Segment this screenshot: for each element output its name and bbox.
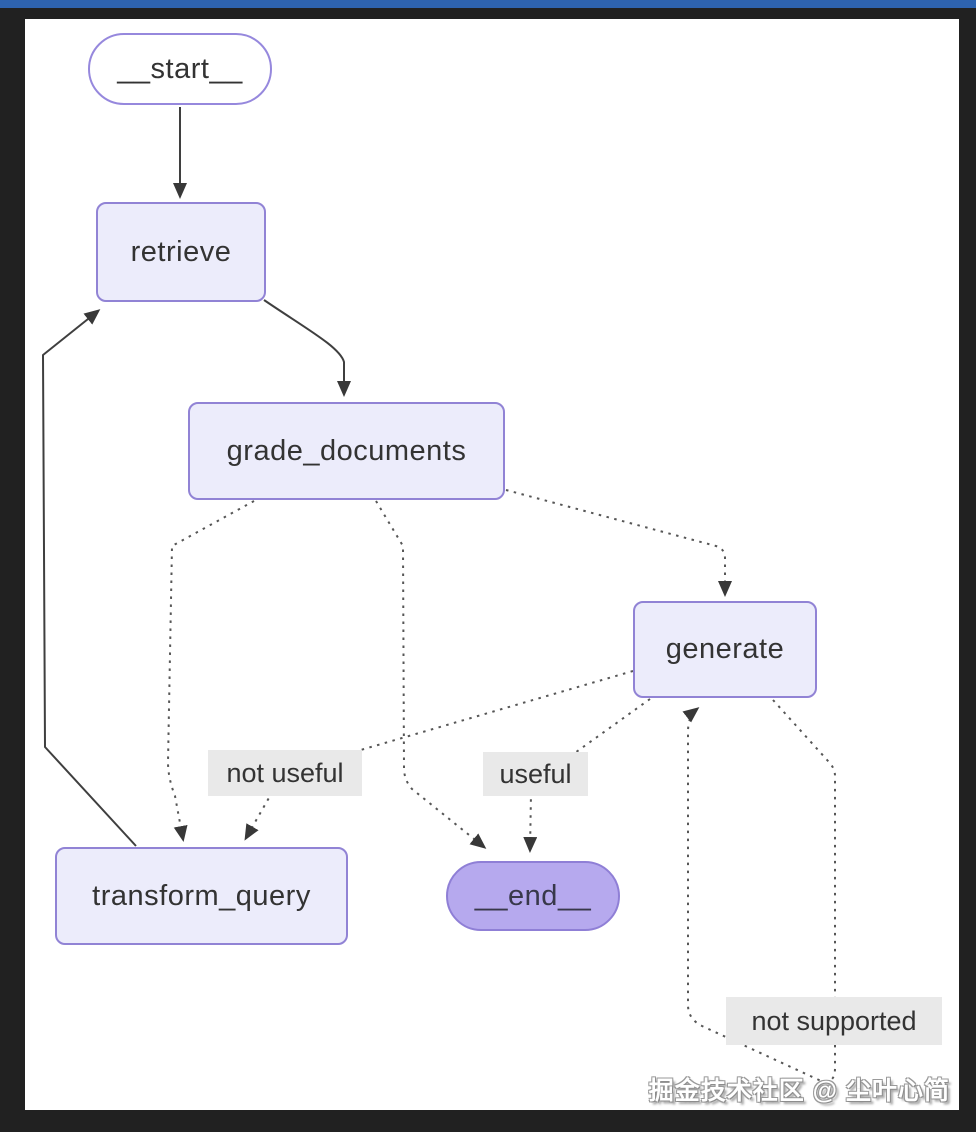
node-generate: generate [633, 601, 817, 698]
edge-label-not-supported: not supported [726, 997, 942, 1045]
node-start: __start__ [88, 33, 272, 105]
diagram-canvas [25, 19, 959, 1110]
top-accent-bar [0, 0, 976, 8]
edge-label-not-useful-text: not useful [226, 757, 344, 788]
node-end-label: __end__ [474, 879, 592, 912]
node-retrieve-label: retrieve [130, 235, 232, 268]
node-retrieve: retrieve [96, 202, 266, 302]
edge-label-useful: useful [483, 752, 588, 796]
node-transform-query-label: transform_query [92, 879, 311, 912]
node-transform-query: transform_query [55, 847, 348, 945]
edge-label-useful-text: useful [499, 758, 572, 789]
node-grade-documents-label: grade_documents [226, 434, 467, 467]
node-generate-label: generate [665, 633, 785, 665]
edge-label-not-supported-text: not supported [751, 1005, 917, 1036]
watermark: 掘金技术社区 @ 尘叶心简 [648, 1077, 950, 1105]
edge-label-not-useful: not useful [208, 750, 362, 796]
node-end: __end__ [446, 861, 620, 931]
node-grade-documents: grade_documents [188, 402, 505, 500]
node-start-label: __start__ [117, 52, 243, 85]
